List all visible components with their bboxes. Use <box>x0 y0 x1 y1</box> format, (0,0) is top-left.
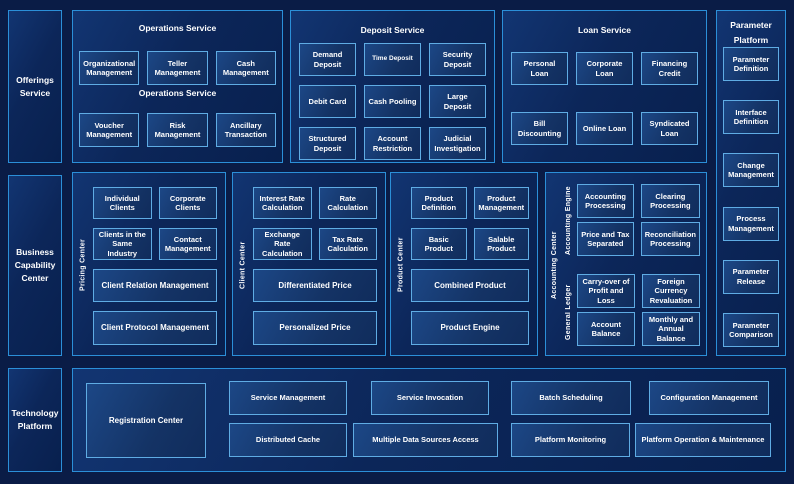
box-platform-operation-maintenance: Platform Operation & Maintenance <box>635 423 771 457</box>
box-basic-product: Basic Product <box>411 228 467 260</box>
box-combined-product: Combined Product <box>411 269 529 302</box>
box-interface-definition: Interface Definition <box>723 100 779 135</box>
box-cash-management: Cash Management <box>215 51 276 85</box>
box-exchange-rate-calculation: Exchange Rate Calculation <box>253 228 312 260</box>
box-bill-discounting: Bill Discounting <box>511 112 568 145</box>
box-demand-deposit: Demand Deposit <box>299 43 356 76</box>
box-salable-product: Salable Product <box>473 228 529 260</box>
box-monthly-and-annual-balance: Monthly and Annual Balance <box>642 312 700 346</box>
box-judicial-investigation: Judicial Investigation <box>429 127 486 160</box>
box-product-engine: Product Engine <box>411 311 529 345</box>
box-client-relation-management: Client Relation Management <box>93 269 217 302</box>
box-batch-scheduling: Batch Scheduling <box>511 381 631 415</box>
box-organizational-management: Organizational Management <box>79 51 140 85</box>
box-differentiated-price: Differentiated Price <box>253 269 377 302</box>
box-product-management: Product Management <box>473 187 529 219</box>
product-center-label: Product Center <box>397 237 405 293</box>
box-clearing-processing: Clearing Processing <box>640 184 700 218</box>
box-parameter-definition: Parameter Definition <box>723 47 779 81</box>
box-distributed-cache: Distributed Cache <box>229 423 347 457</box>
rail-offerings-service: Offerings Service <box>8 10 62 163</box>
client-center-label: Client Center <box>239 241 247 289</box>
box-account-balance: Account Balance <box>577 312 635 346</box>
rail-business-capability-center: Business Capability Center <box>8 175 62 356</box>
accounting-engine-label: Accounting Engine <box>565 186 572 256</box>
box-multiple-data-sources-access: Multiple Data Sources Access <box>353 423 498 457</box>
box-foreign-currency-revaluation: Foreign Currency Revaluation <box>642 274 700 308</box>
box-rate-calculation: Rate Calculation <box>318 187 377 219</box>
box-voucher-management: Voucher Management <box>79 113 140 147</box>
box-cash-pooling: Cash Pooling <box>364 85 421 118</box>
technology-platform-panel: Registration Center Service Management S… <box>72 368 786 472</box>
box-corporate-loan: Corporate Loan <box>576 52 633 85</box>
box-client-protocol-management: Client Protocol Management <box>93 311 217 345</box>
box-service-management: Service Management <box>229 381 347 415</box>
box-personal-loan: Personal Loan <box>511 52 568 85</box>
parameter-platform-title: Parameter Platform <box>730 20 772 45</box>
box-risk-management: Risk Management <box>147 113 208 147</box>
box-individual-clients: Individual Clients <box>93 187 152 219</box>
operations-service-title: Operations Service <box>138 23 217 33</box>
box-security-deposit: Security Deposit <box>429 43 486 76</box>
box-corporate-clients: Corporate Clients <box>158 187 217 219</box>
product-center-panel: Product Center Product Definition Produc… <box>390 172 538 356</box>
box-time-deposit: Time Deposit <box>364 43 421 76</box>
box-teller-management: Teller Management <box>147 51 208 85</box>
operations-service-subtitle: Operations Service <box>138 88 217 98</box>
box-large-deposit: Large Deposit <box>429 85 486 118</box>
general-ledger-label: General Ledger <box>565 284 572 340</box>
deposit-service-title: Deposit Service <box>360 25 425 35</box>
operations-service-panel: Operations Service Organizational Manage… <box>72 10 283 163</box>
box-configuration-management: Configuration Management <box>649 381 769 415</box>
box-carry-over-of-profit-and-loss: Carry-over of Profit and Loss <box>577 274 635 308</box>
box-online-loan: Online Loan <box>576 112 633 145</box>
box-syndicated-loan: Syndicated Loan <box>641 112 698 145</box>
deposit-service-panel: Deposit Service Demand Deposit Time Depo… <box>290 10 495 163</box>
box-personalized-price: Personalized Price <box>253 311 377 345</box>
accounting-center-panel: Accounting Center Accounting Engine Acco… <box>545 172 707 356</box>
box-contact-management: Contact Management <box>158 228 217 260</box>
client-center-panel: Client Center Interest Rate Calculation … <box>232 172 386 356</box>
box-clients-in-the-same-industry: Clients in the Same Industry <box>93 228 152 260</box>
box-parameter-release: Parameter Release <box>723 259 779 294</box>
box-tax-rate-calculation: Tax Rate Calculation <box>318 228 377 260</box>
box-registration-center: Registration Center <box>86 383 206 458</box>
rail-technology-platform: Technology Platform <box>8 368 62 472</box>
box-structured-deposit: Structured Deposit <box>299 127 356 160</box>
pricing-center-panel: Pricing Center Individual Clients Corpor… <box>72 172 226 356</box>
box-price-and-tax-separated: Price and Tax Separated <box>577 222 634 256</box>
box-platform-monitoring: Platform Monitoring <box>511 423 630 457</box>
box-debit-card: Debit Card <box>299 85 356 118</box>
box-service-invocation: Service Invocation <box>371 381 489 415</box>
box-product-definition: Product Definition <box>411 187 467 219</box>
box-reconciliation-processing: Reconciliation Processing <box>640 222 700 256</box>
accounting-center-label: Accounting Center <box>551 231 558 299</box>
box-parameter-comparison: Parameter Comparison <box>723 312 779 347</box>
box-change-management: Change Management <box>723 153 779 188</box>
box-ancillary-transaction: Ancillary Transaction <box>215 113 276 147</box>
loan-service-title: Loan Service <box>578 25 631 35</box>
box-process-management: Process Management <box>723 206 779 241</box>
box-interest-rate-calculation: Interest Rate Calculation <box>253 187 312 219</box>
box-accounting-processing: Accounting Processing <box>577 184 634 218</box>
parameter-platform-panel: Parameter Platform Parameter Definition … <box>716 10 786 356</box>
pricing-center-label: Pricing Center <box>79 238 87 292</box>
box-financing-credit: Financing Credit <box>641 52 698 85</box>
loan-service-panel: Loan Service Personal Loan Corporate Loa… <box>502 10 707 163</box>
box-account-restriction: Account Restriction <box>364 127 421 160</box>
